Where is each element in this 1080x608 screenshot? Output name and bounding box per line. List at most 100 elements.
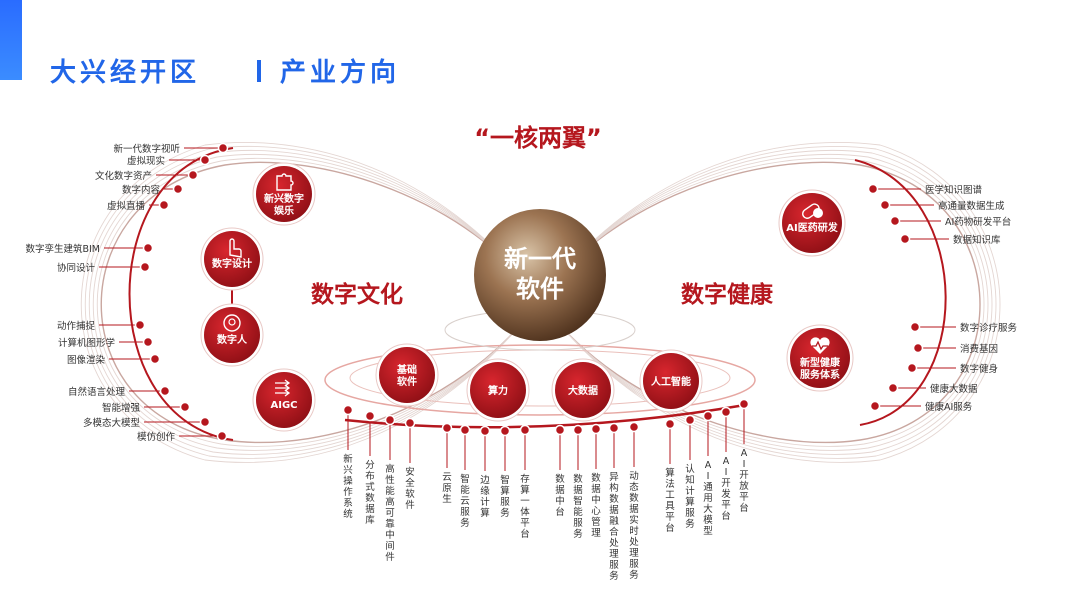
puzzle-icon bbox=[276, 173, 294, 191]
bottom-label: 数据中心管理 bbox=[591, 472, 601, 539]
right-dot bbox=[889, 215, 901, 227]
bottom-label: 智能云服务 bbox=[460, 473, 470, 529]
bottom-label: 安全软件 bbox=[405, 466, 415, 511]
right-dot bbox=[912, 342, 924, 354]
bottom-dot bbox=[441, 422, 453, 434]
right-dot bbox=[909, 321, 921, 333]
right-outer-arc bbox=[854, 159, 947, 426]
left-dot bbox=[134, 319, 146, 331]
left-label: 文化数字资产 bbox=[95, 170, 152, 182]
bottom-label: 云原生 bbox=[442, 472, 452, 505]
bottom-label: 存算一体平台 bbox=[520, 473, 530, 540]
node-label: 数字设计 bbox=[212, 257, 252, 270]
core-label: 软件 bbox=[516, 275, 564, 303]
bottom-node: 人工智能 bbox=[639, 349, 703, 413]
page-title: 大兴经开区 bbox=[50, 58, 201, 88]
left-label: 智能增强 bbox=[102, 402, 141, 414]
bottom-label: 边缘计算 bbox=[480, 475, 490, 519]
left-dot bbox=[142, 242, 154, 254]
right-label: 数字健身 bbox=[960, 363, 998, 375]
left-dot bbox=[158, 199, 170, 211]
bottom-dot bbox=[479, 425, 491, 437]
bottom-label: 数据智能服务 bbox=[573, 473, 583, 540]
left-label: 自然语言处理 bbox=[68, 386, 126, 398]
left-dot bbox=[217, 142, 229, 154]
node-label: 新型健康 bbox=[800, 356, 841, 369]
node-circle bbox=[204, 307, 260, 363]
left-dot bbox=[149, 353, 161, 365]
title-accent-bar bbox=[0, 0, 22, 80]
bottom-label: 异构数据融合处理服务 bbox=[609, 472, 619, 582]
right-dot bbox=[879, 199, 891, 211]
left-label: 数字内容 bbox=[122, 184, 161, 196]
node-label: 软件 bbox=[397, 375, 417, 388]
node-label: AIGC bbox=[270, 400, 297, 411]
bottom-dot bbox=[342, 404, 354, 416]
right-label: 数字诊疗服务 bbox=[960, 322, 1018, 334]
node-circle bbox=[555, 362, 611, 418]
left-label: 新一代数字视听 bbox=[113, 143, 180, 155]
left-label: 虚拟现实 bbox=[127, 155, 165, 167]
bottom-dot bbox=[684, 414, 696, 426]
right-dot bbox=[887, 382, 899, 394]
node-circle bbox=[256, 166, 312, 222]
core-label: 新一代 bbox=[504, 245, 576, 273]
right-dot bbox=[899, 233, 911, 245]
bottom-dot bbox=[572, 424, 584, 436]
node-label: 新兴数字 bbox=[264, 192, 304, 205]
node-circle bbox=[256, 372, 312, 428]
node-label: 娱乐 bbox=[274, 204, 294, 217]
node-label: 大数据 bbox=[568, 384, 598, 397]
left-label: 多模态大模型 bbox=[83, 417, 141, 429]
right-label: 数据知识库 bbox=[953, 234, 1001, 246]
bottom-dot bbox=[459, 424, 471, 436]
bottom-dot bbox=[384, 414, 396, 426]
digital-human-icon bbox=[223, 314, 241, 332]
bottom-node: 大数据 bbox=[551, 358, 615, 422]
left-node: AIGC bbox=[252, 368, 316, 432]
left-dot bbox=[139, 261, 151, 273]
left-dot bbox=[159, 385, 171, 397]
left-label: 虚拟直播 bbox=[107, 200, 146, 212]
bottom-node: 算力 bbox=[466, 358, 530, 422]
bottom-ring bbox=[324, 344, 756, 416]
bottom-dot bbox=[364, 410, 376, 422]
left-dot bbox=[142, 336, 154, 348]
left-dot bbox=[199, 154, 211, 166]
left-label: 协同设计 bbox=[57, 262, 96, 274]
heart-pulse-icon bbox=[810, 337, 830, 354]
slogan: “一核两翼” bbox=[474, 124, 602, 152]
bottom-dot bbox=[702, 410, 714, 422]
left-label: 动作捕捉 bbox=[57, 320, 96, 332]
left-label: 数字孪生建筑BIM bbox=[25, 243, 100, 255]
left-label: 模仿创作 bbox=[137, 431, 176, 443]
bottom-dot bbox=[590, 423, 602, 435]
right-label: 消费基因 bbox=[960, 343, 998, 355]
node-circle bbox=[470, 362, 526, 418]
pill-icon bbox=[802, 203, 823, 219]
bottom-label: 新兴操作系统 bbox=[343, 453, 353, 520]
node-circle bbox=[782, 193, 842, 253]
arrows-icon bbox=[275, 379, 291, 397]
bottom-dot bbox=[628, 421, 640, 433]
node-circle bbox=[379, 347, 435, 403]
left-dot bbox=[187, 169, 199, 181]
node-label: 服务体系 bbox=[800, 368, 840, 381]
node-circle bbox=[790, 328, 850, 388]
bottom-dot bbox=[664, 418, 676, 430]
right-dot bbox=[869, 400, 881, 412]
right-dot bbox=[906, 362, 918, 374]
left-dot bbox=[179, 401, 191, 413]
wing-right-title: 数字健康 bbox=[681, 281, 774, 308]
bottom-dot bbox=[720, 406, 732, 418]
title-separator bbox=[257, 60, 261, 82]
node-label: AI医药研发 bbox=[786, 221, 838, 234]
right-label: AI药物研发平台 bbox=[945, 216, 1011, 228]
node-circle bbox=[204, 231, 260, 287]
page-subtitle: 产业方向 bbox=[280, 58, 401, 88]
